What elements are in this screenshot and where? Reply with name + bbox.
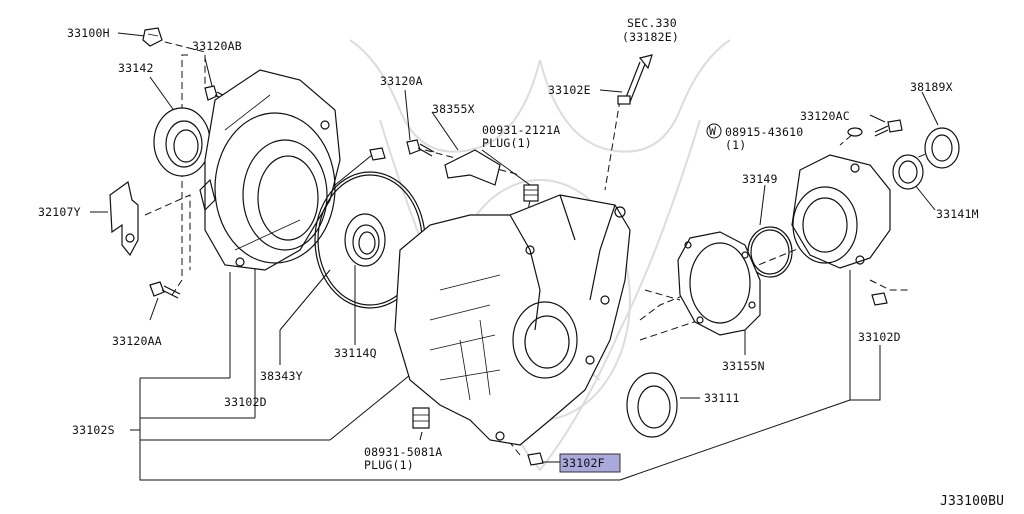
label-33102D-left: 33102D: [224, 395, 267, 409]
label-33102E: 33102E: [548, 83, 591, 97]
diagram-code: J33100BU: [940, 494, 1004, 509]
label-33102D-right: 33102D: [858, 330, 901, 344]
label-33102S: 33102S: [72, 423, 115, 437]
part-plug-00931: [523, 184, 539, 202]
highlight-box-33102F: [559, 453, 621, 473]
label-plug1-code: 00931-2121A: [482, 123, 560, 137]
label-32107Y: 32107Y: [38, 205, 81, 219]
washer-circle-icon: [706, 123, 722, 139]
part-transfer-case: [394, 194, 631, 446]
label-33111: 33111: [704, 391, 740, 405]
part-seal-33141M: [892, 154, 924, 190]
part-bolt-33120A: [406, 139, 435, 157]
label-plug1-text: PLUG(1): [482, 136, 532, 150]
label-38343Y: 38343Y: [260, 369, 303, 383]
part-bolt-33120AC: [874, 119, 903, 137]
label-sec-ref: SEC.330: [627, 16, 677, 30]
part-rear-housing: [791, 154, 891, 269]
label-38189X: 38189X: [910, 80, 953, 94]
label-plug2-text: PLUG(1): [364, 458, 414, 472]
part-plug-08931: [412, 407, 430, 429]
part-dowel-33102F: [527, 452, 544, 466]
label-33120A: 33120A: [380, 74, 423, 88]
label-washer-code: 08915-43610: [725, 125, 803, 139]
part-gasket-33155N: [677, 231, 761, 336]
label-washer-symbol: W: [709, 124, 716, 138]
part-washer-08915: [847, 127, 863, 137]
label-33141M: 33141M: [936, 207, 979, 221]
label-33142: 33142: [118, 61, 154, 75]
label-plug2-code: 08931-5081A: [364, 445, 442, 459]
label-sec-part: (33182E): [622, 30, 679, 44]
part-breather-33102E: [617, 54, 653, 105]
label-33120AA: 33120AA: [112, 334, 162, 348]
label-38355X: 38355X: [432, 102, 475, 116]
part-dowel-33102D-left: [369, 147, 386, 161]
label-33149: 33149: [742, 172, 778, 186]
part-adapter-housing: [199, 69, 341, 271]
label-33114Q: 33114Q: [334, 346, 377, 360]
part-seal-38189X: [924, 127, 960, 169]
part-bracket-32107Y: [109, 180, 139, 257]
label-33120AC: 33120AC: [800, 109, 850, 123]
part-seal-33114Q: [344, 213, 386, 267]
label-washer-qty: (1): [725, 138, 746, 152]
part-seal-33111: [626, 372, 678, 438]
label-33102F: 33102F: [562, 456, 605, 470]
part-seal-33142: [153, 107, 211, 177]
part-dowel-33102D-right: [871, 292, 888, 306]
label-33155N: 33155N: [722, 359, 765, 373]
part-cover-38355X: [444, 149, 501, 186]
part-bolt-33120AA: [149, 281, 181, 299]
label-33100H: 33100H: [67, 26, 110, 40]
label-33120AB: 33120AB: [192, 39, 242, 53]
part-bolt-33100H: [142, 27, 163, 47]
part-labels: 33100H 33120AB 33142 32107Y 33120AA 3310…: [38, 16, 1004, 509]
